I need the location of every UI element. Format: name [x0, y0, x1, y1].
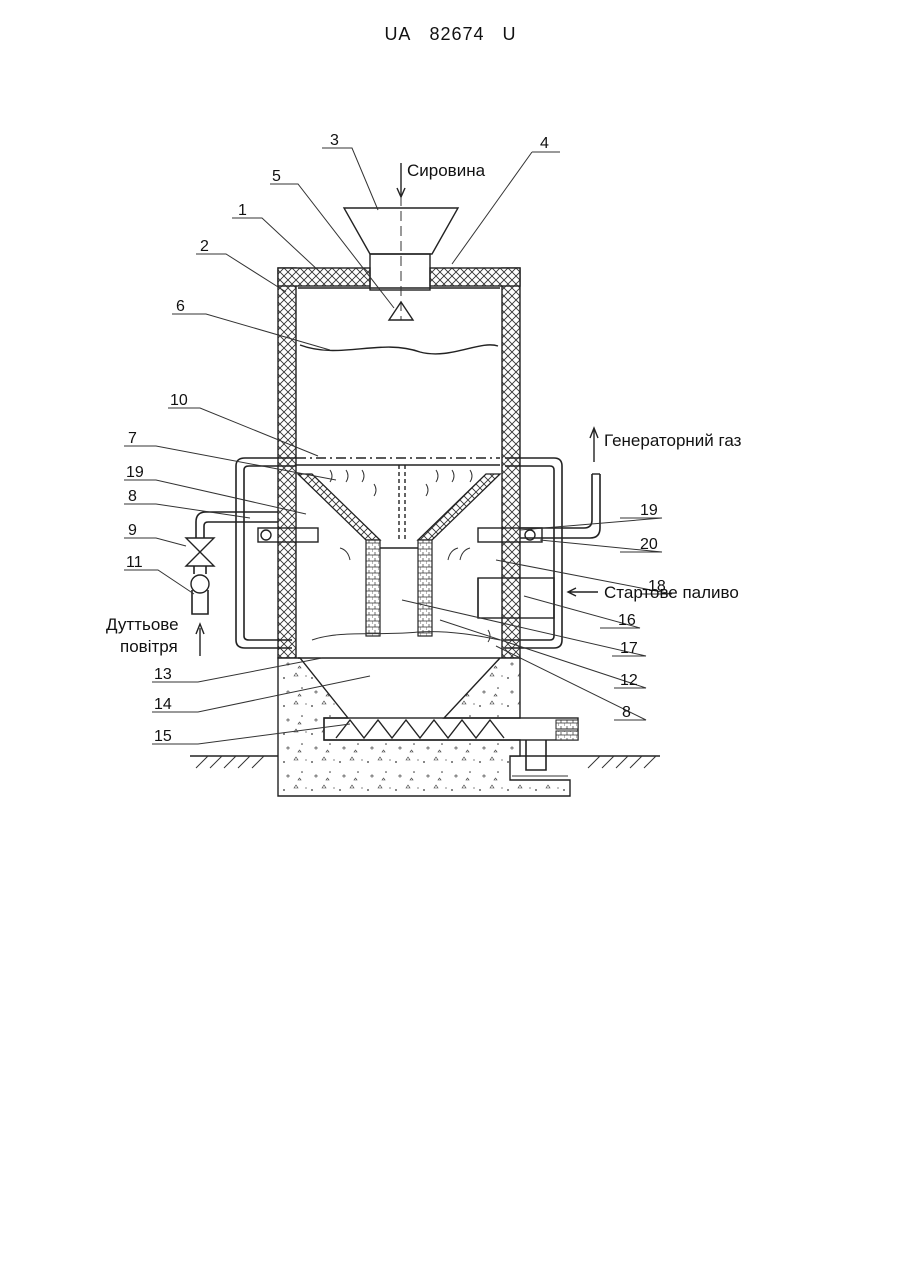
air-inlet-piping	[186, 512, 278, 656]
label-9: 9	[128, 522, 137, 539]
gas-outlet-pipe	[520, 428, 600, 538]
start-fuel-arrow	[568, 588, 598, 596]
label-4: 4	[540, 135, 549, 152]
caption-gas-out: Генераторний газ	[604, 431, 742, 450]
label-10: 10	[170, 392, 188, 409]
label-6: 6	[176, 298, 185, 315]
label-1: 1	[238, 202, 247, 219]
caption-start-fuel: Стартове паливо	[604, 583, 739, 602]
label-15: 15	[154, 728, 172, 745]
fuel-level	[300, 345, 498, 354]
air-nozzles	[258, 528, 542, 542]
label-12: 12	[620, 672, 638, 689]
label-20: 20	[640, 536, 658, 553]
label-11: 11	[126, 554, 143, 571]
outer-shell	[278, 268, 520, 658]
part-labels: 3 4 5 1 2 6 10 7 19 8 9 11 13 14 15 19 2…	[126, 132, 666, 745]
label-14: 14	[154, 696, 172, 713]
feed-hopper	[344, 163, 458, 320]
label-17: 17	[620, 640, 638, 657]
label-2: 2	[200, 238, 209, 255]
label-16: 16	[618, 612, 636, 629]
caption-feed: Сировина	[407, 161, 486, 180]
label-8-left: 8	[128, 488, 137, 505]
label-5: 5	[272, 168, 281, 185]
caption-air-line1: Дуттьове	[106, 615, 179, 634]
label-7: 7	[128, 430, 137, 447]
label-19-left: 19	[126, 464, 144, 481]
label-8-right: 8	[622, 704, 631, 721]
label-19-right: 19	[640, 502, 658, 519]
label-13: 13	[154, 666, 172, 683]
ash-chamber	[278, 658, 570, 796]
label-3: 3	[330, 132, 339, 149]
caption-air-line2: повітря	[120, 637, 178, 656]
